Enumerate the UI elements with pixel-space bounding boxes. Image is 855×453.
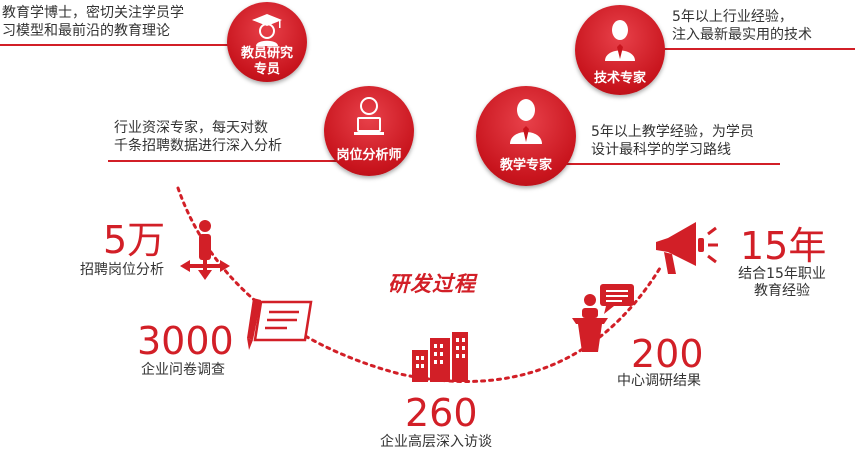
role-analyst-label: 岗位分析师 (336, 148, 402, 163)
role-tech-expert-badge: 技术专家 (575, 5, 665, 95)
role-researcher-label-2: 专员 (253, 62, 280, 77)
role-tech-expert-label: 技术专家 (593, 71, 646, 86)
stat-survey-label: 企业问卷调查 (141, 362, 225, 378)
role-researcher-label-1: 教员研究 (240, 46, 293, 61)
role-2-underline (108, 160, 340, 162)
teacher-icon (510, 99, 542, 144)
role-teaching-expert-label: 教学专家 (499, 158, 552, 173)
person-arrows-icon (180, 220, 230, 280)
role-4-description: 5年以上教学经验，为学员 设计最科学的学习路线 (591, 124, 754, 158)
podium-speaker-icon (572, 284, 634, 352)
role-analyst-badge: 岗位分析师 (324, 86, 414, 176)
stat-job-analysis-value: 5万 (103, 218, 166, 262)
role-2-description: 行业资深专家，每天对数 千条招聘数据进行深入分析 (114, 120, 282, 154)
role-3-underline (596, 48, 855, 50)
document-pen-icon (247, 298, 313, 350)
stat-interview-label: 企业高层深入访谈 (380, 434, 492, 450)
role-teaching-expert-badge: 教学专家 (476, 86, 576, 186)
role-researcher-badge: 教员研究 专员 (227, 2, 307, 82)
stat-job-analysis-label: 招聘岗位分析 (80, 262, 164, 278)
stat-research-value: 200 (631, 332, 704, 376)
stat-survey-value: 3000 (137, 319, 234, 363)
role-1-description: 教育学博士，密切关注学员学 习模型和最前沿的教育理论 (2, 5, 184, 39)
role-3-description: 5年以上行业经验， 注入最新最实用的技术 (672, 9, 812, 43)
stat-experience-label: 结合15年职业 教育经验 (738, 266, 826, 299)
stat-research-label: 中心调研结果 (617, 373, 701, 389)
role-4-underline (545, 163, 780, 165)
businessman-icon (605, 20, 635, 61)
role-1-underline (0, 44, 232, 46)
graduate-icon (252, 14, 282, 46)
laptop-user-icon (354, 97, 384, 135)
megaphone-icon (656, 222, 718, 274)
building-icon (412, 332, 468, 382)
stat-experience-value: 15年 (740, 224, 827, 268)
stat-interview-value: 260 (405, 391, 478, 435)
process-title: 研发过程 (388, 272, 476, 296)
